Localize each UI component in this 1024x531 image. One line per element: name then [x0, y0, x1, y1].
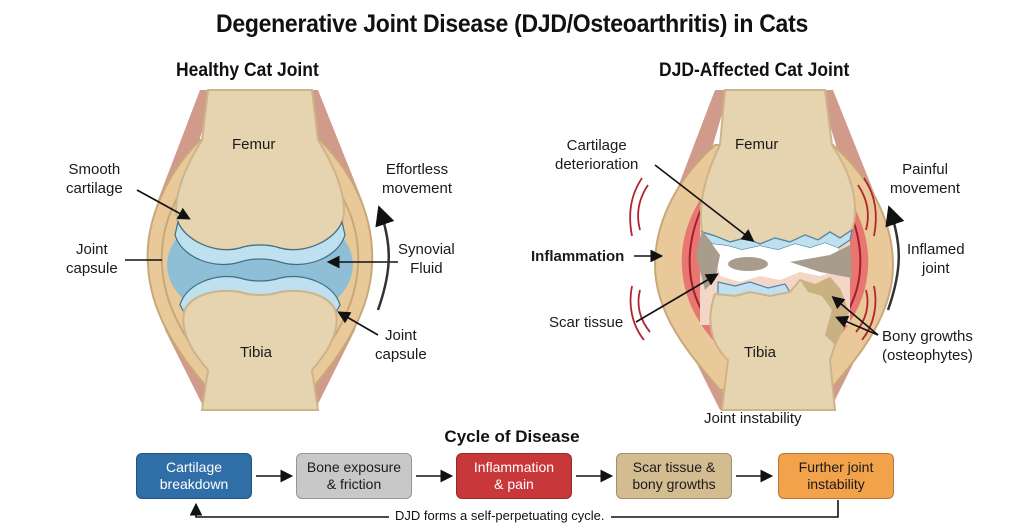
cycle-title: Cycle of Disease [444, 427, 580, 446]
femur-cartilage [174, 219, 346, 266]
healthy-heading: Healthy Cat Joint [176, 60, 319, 81]
cycle-note: DJD forms a self-perpetuating cycle. [389, 508, 611, 523]
label-tibia-affected: Tibia [744, 344, 776, 361]
label-bony-growths: Bony growths(osteophytes) [882, 328, 973, 364]
arrow-smooth-cartilage [136, 189, 191, 220]
scar-tissue-fragment [728, 257, 768, 271]
arrow-scar-tissue [635, 273, 719, 323]
label-scar-tissue: Scar tissue [549, 314, 624, 331]
cycle-step-label: Scar tissue &bony growths [632, 459, 716, 492]
cycle-step-4: Scar tissue &bony growths [616, 453, 732, 499]
label-inflammation: Inflammation [531, 248, 625, 265]
label-femur-affected: Femur [735, 136, 779, 153]
arrow-cartilage-det [654, 164, 755, 242]
inflammation-waves-right [855, 177, 877, 341]
arrow-joint-capsule-right [337, 311, 379, 336]
label-tibia-healthy: Tibia [240, 344, 272, 361]
scar-tissue-right [790, 245, 852, 278]
tibia-bone-affected [709, 276, 850, 411]
painful-arrow [885, 205, 905, 311]
inflammation-waves-left [629, 177, 651, 341]
label-femur-healthy: Femur [232, 136, 276, 153]
page-title: Degenerative Joint Disease (DJD/Osteoart… [216, 10, 808, 38]
cycle-step-2: Bone exposure& friction [296, 453, 412, 499]
osteophytes [800, 278, 848, 345]
cycle-step-3: Inflammation& pain [456, 453, 572, 499]
arrow-bony-1 [831, 295, 879, 336]
damaged-cartilage-top [700, 228, 853, 251]
label-joint-instability: Joint instability [704, 410, 802, 427]
tibia-bone [182, 289, 338, 411]
cycle-step-label: Bone exposure& friction [306, 459, 402, 492]
affected-heading: DJD-Affected Cat Joint [659, 60, 850, 81]
effortless-arrow [375, 205, 395, 311]
joint-space [712, 243, 840, 282]
cycle-step-label: Inflammation& pain [473, 459, 555, 492]
arrow-bony-2 [835, 315, 879, 336]
